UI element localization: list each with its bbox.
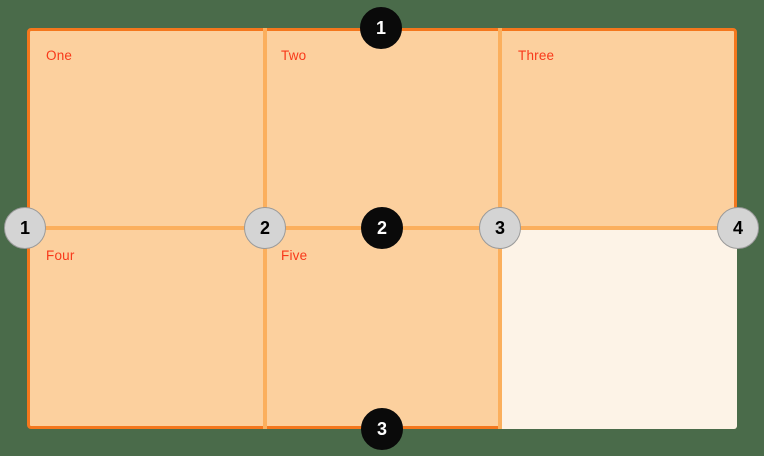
cell-label-one: One bbox=[46, 48, 73, 63]
column-node-1-label: 1 bbox=[19, 217, 30, 238]
column-node-3-label: 3 bbox=[494, 217, 505, 238]
column-node-3[interactable]: 3 bbox=[479, 207, 521, 249]
row-node-1[interactable]: 1 bbox=[360, 7, 402, 49]
row-node-1-label: 1 bbox=[375, 17, 386, 38]
row-node-3[interactable]: 3 bbox=[361, 408, 403, 450]
cell-empty-bottom-right[interactable] bbox=[500, 228, 737, 429]
column-node-2-label: 2 bbox=[259, 217, 270, 238]
column-node-1[interactable]: 1 bbox=[4, 207, 46, 249]
column-node-4-label: 4 bbox=[732, 217, 743, 238]
cell-label-five: Five bbox=[281, 248, 308, 263]
cell-label-four: Four bbox=[46, 248, 75, 263]
row-node-2-label: 2 bbox=[376, 217, 387, 238]
row-node-2[interactable]: 2 bbox=[361, 207, 403, 249]
column-node-4[interactable]: 4 bbox=[717, 207, 759, 249]
row-node-3-label: 3 bbox=[376, 418, 387, 439]
cell-label-three: Three bbox=[518, 48, 555, 63]
column-node-2[interactable]: 2 bbox=[244, 207, 286, 249]
cell-label-two: Two bbox=[281, 48, 307, 63]
